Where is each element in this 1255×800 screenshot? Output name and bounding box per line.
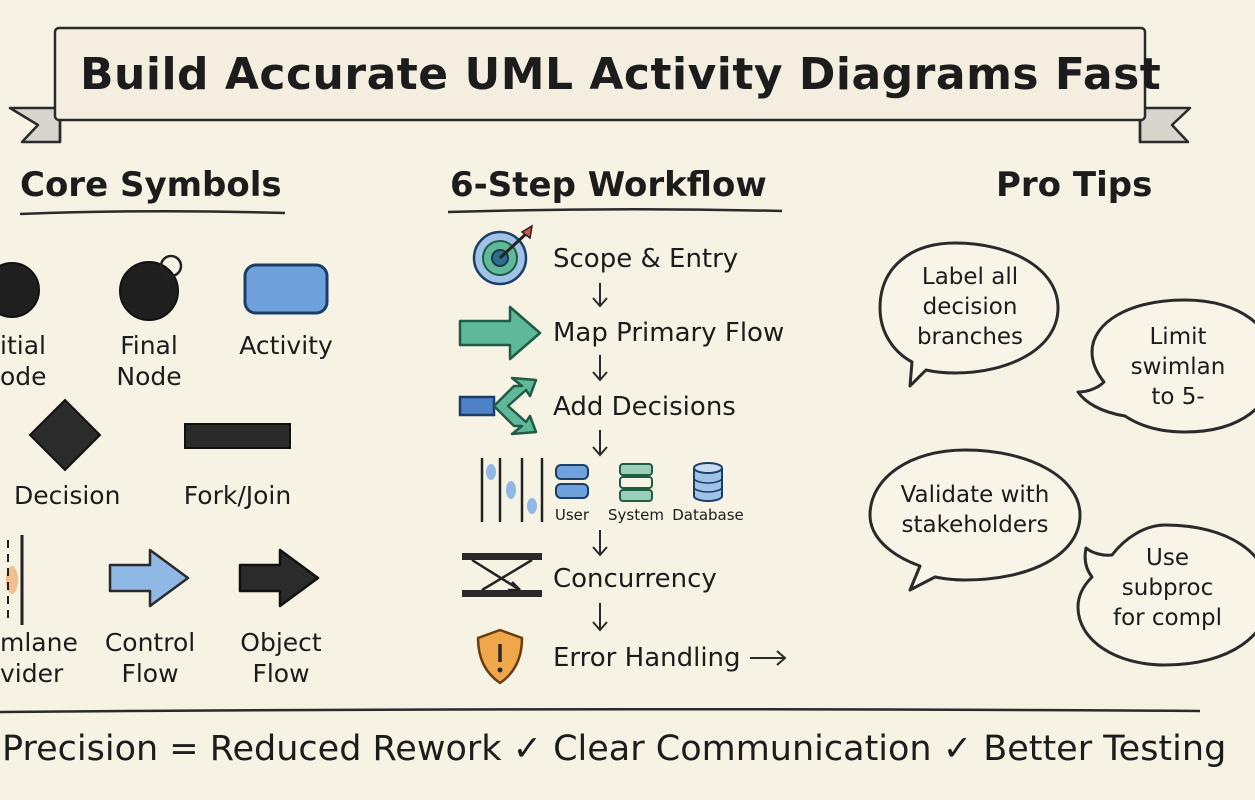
title-banner <box>8 26 1192 144</box>
control-flow-label: Control Flow <box>104 628 196 688</box>
swimlanes-icon <box>480 458 544 522</box>
tip-2-text: Limit swimlan to 5- <box>1130 324 1226 410</box>
step-add-decisions-label: Add Decisions <box>553 392 736 422</box>
system-lane-icon <box>619 463 653 502</box>
step-error-handling-label: Error Handling <box>553 643 741 673</box>
fork-join-icon <box>184 423 291 449</box>
step-scope-entry-label: Scope & Entry <box>553 244 739 274</box>
step-map-primary-flow-label: Map Primary Flow <box>553 318 785 348</box>
decision-icon <box>28 398 102 472</box>
branch-icon <box>458 376 538 436</box>
banner-body <box>53 26 1147 122</box>
concurrency-icon <box>462 553 542 597</box>
lane-database-label: Database <box>672 506 744 524</box>
down-arrow-icon <box>592 355 608 382</box>
initial-node-icon <box>0 262 40 318</box>
user-lane-icon <box>555 464 589 499</box>
fork-join-label: Fork/Join <box>183 481 292 510</box>
footer-tagline: Precision = Reduced Rework ✓ Clear Commu… <box>2 729 1227 769</box>
database-icon <box>693 462 723 502</box>
activity-label: Activity <box>239 331 333 360</box>
workflow-heading: 6-Step Workflow <box>450 165 767 205</box>
control-flow-icon <box>108 548 190 608</box>
tip-bubble-1 <box>878 241 1060 388</box>
step-concurrency-label: Concurrency <box>553 564 717 594</box>
tip-bubble-2 <box>1076 298 1255 434</box>
object-flow-label: Object Flow <box>240 628 322 688</box>
lane-user-label: User <box>554 506 590 524</box>
workflow-connectors <box>592 283 787 666</box>
page-title: Build Accurate UML Activity Diagrams Fas… <box>80 49 1162 100</box>
arrow-right-icon <box>458 305 542 361</box>
tip-bubble-3 <box>868 448 1082 592</box>
core-symbols-heading: Core Symbols <box>20 165 282 205</box>
final-node-label: Final Node <box>116 331 182 391</box>
tip-3-text: Validate with stakeholders <box>900 482 1050 538</box>
core-symbols-underline <box>19 209 286 216</box>
warning-shield-icon <box>476 628 524 685</box>
lane-system-label: System <box>608 506 664 524</box>
banner-left-fold <box>8 106 62 144</box>
decision-label: Decision <box>14 481 121 510</box>
infographic: Build Accurate UML Activity Diagrams Fas… <box>0 26 1255 767</box>
drawing-layer <box>0 26 1255 714</box>
tip-4-text: Use subproc for compl <box>1112 545 1223 631</box>
down-arrow-icon <box>592 430 608 457</box>
footer-divider <box>0 707 1201 714</box>
swimlane-divider-label: mlane vider <box>0 628 78 688</box>
pro-tips-heading: Pro Tips <box>996 165 1153 205</box>
initial-node-label: itial ode <box>0 331 47 391</box>
tip-1-text: Label all decision branches <box>916 264 1024 350</box>
workflow-underline <box>447 207 783 214</box>
right-arrow-icon <box>750 650 787 666</box>
final-node-icon <box>119 254 183 321</box>
banner-right-fold <box>1138 106 1192 144</box>
target-icon <box>472 224 534 286</box>
tip-bubbles <box>868 241 1255 667</box>
object-flow-icon <box>238 548 320 608</box>
swimlane-divider-icon <box>6 535 24 625</box>
activity-icon <box>243 263 329 315</box>
down-arrow-icon <box>592 530 608 557</box>
down-arrow-icon <box>592 283 608 308</box>
tip-bubble-4 <box>1076 523 1255 667</box>
down-arrow-icon <box>592 603 608 632</box>
